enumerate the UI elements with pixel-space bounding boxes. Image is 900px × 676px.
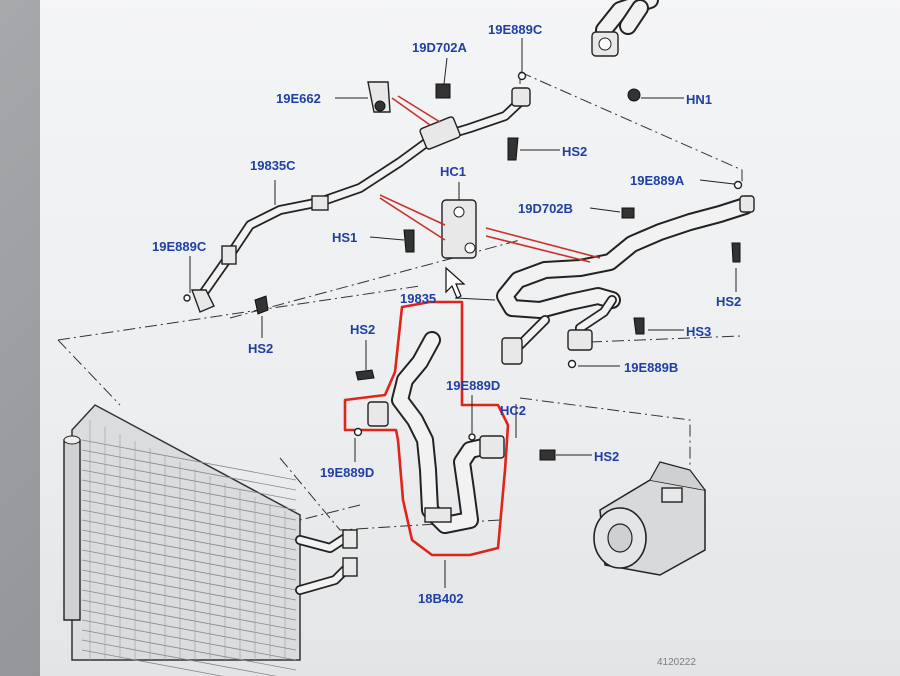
hose-18B402 bbox=[343, 300, 510, 557]
o-ring-19E889C-top bbox=[517, 71, 527, 81]
condenser-fin bbox=[81, 479, 297, 521]
evaporator-connection bbox=[591, 0, 659, 102]
condenser-fin bbox=[81, 549, 297, 591]
part-labels: 19D702A 19E889C 19E662 HN1 HS2 19835C HC… bbox=[152, 22, 741, 668]
nut-HN1 bbox=[627, 88, 641, 102]
fitting-left bbox=[367, 401, 389, 427]
label-HS2-right: HS2 bbox=[716, 294, 741, 309]
condenser-fin bbox=[81, 599, 297, 641]
label-19835C: 19835C bbox=[250, 158, 296, 173]
bolt-HS2-left bbox=[254, 295, 269, 315]
label-19E889C-top: 19E889C bbox=[488, 22, 543, 37]
condenser-fin bbox=[81, 539, 297, 581]
condenser bbox=[63, 404, 358, 676]
condenser-fin bbox=[81, 499, 297, 541]
small-parts bbox=[183, 71, 743, 461]
o-ring-19E889D-left bbox=[353, 427, 363, 437]
line-19835C bbox=[191, 87, 531, 313]
bolt-HS2-top bbox=[507, 137, 519, 161]
label-HS1: HS1 bbox=[332, 230, 357, 245]
bolt-HS2-mid bbox=[355, 369, 375, 381]
mouse-cursor-icon bbox=[445, 266, 466, 299]
red-leader-lines bbox=[379, 95, 601, 263]
condenser-fin bbox=[81, 589, 297, 631]
condenser-fin bbox=[81, 509, 297, 551]
line-19835 bbox=[441, 195, 755, 365]
label-19D702A: 19D702A bbox=[412, 40, 468, 55]
condenser-fin bbox=[81, 569, 297, 611]
drawing-reference-number: 4120222 bbox=[657, 657, 696, 668]
label-19E662: 19E662 bbox=[276, 91, 321, 106]
o-ring-19E889A bbox=[733, 180, 743, 190]
label-19835: 19835 bbox=[400, 291, 436, 306]
bolt-HS2-lower bbox=[539, 449, 556, 461]
red-highlight-outline bbox=[343, 300, 510, 557]
o-ring-19E889D-mid bbox=[468, 433, 476, 441]
condenser-fin bbox=[81, 629, 297, 671]
condenser-fin bbox=[81, 559, 297, 601]
condenser-fin bbox=[81, 519, 297, 561]
condenser-fitting-upper bbox=[342, 529, 358, 549]
condenser-fin bbox=[81, 579, 297, 621]
ac-compressor bbox=[593, 461, 706, 576]
bolt-HS1 bbox=[403, 229, 415, 253]
valve-cap-19D702A bbox=[435, 83, 451, 99]
label-HC2: HC2 bbox=[500, 403, 526, 418]
label-19E889D-left: 19E889D bbox=[320, 465, 374, 480]
condenser-fin bbox=[81, 619, 297, 661]
label-19E889A: 19E889A bbox=[630, 173, 685, 188]
label-HS2-lower: HS2 bbox=[594, 449, 619, 464]
label-HN1: HN1 bbox=[686, 92, 712, 107]
bolt-HS2-right bbox=[731, 242, 741, 263]
label-HS2-left: HS2 bbox=[248, 341, 273, 356]
label-HS3: HS3 bbox=[686, 324, 711, 339]
condenser-fin bbox=[81, 469, 297, 511]
label-19E889C-left: 19E889C bbox=[152, 239, 207, 254]
label-HC1: HC1 bbox=[440, 164, 466, 179]
condenser-fin bbox=[81, 449, 297, 491]
condenser-fin bbox=[81, 529, 297, 571]
fitting-right bbox=[479, 435, 505, 459]
condenser-fin bbox=[81, 489, 297, 531]
condenser-fin bbox=[81, 649, 224, 676]
label-19D702B: 19D702B bbox=[518, 201, 573, 216]
condenser-fin bbox=[81, 639, 277, 676]
clip-HC2 bbox=[501, 337, 523, 365]
label-HS2-top: HS2 bbox=[562, 144, 587, 159]
leader-lines bbox=[189, 38, 737, 588]
condenser-fins bbox=[81, 420, 297, 676]
condenser-fin bbox=[81, 439, 297, 481]
o-ring-19E889C-left bbox=[183, 294, 191, 302]
valve-cap-19D702B bbox=[621, 207, 635, 219]
label-HS2-mid: HS2 bbox=[350, 322, 375, 337]
condenser-fin bbox=[81, 459, 297, 501]
label-19E889B: 19E889B bbox=[624, 360, 678, 375]
bolt-HS3 bbox=[633, 317, 645, 335]
receiver-drier bbox=[63, 439, 81, 621]
label-19E889D-mid: 19E889D bbox=[446, 378, 500, 393]
receiver-drier-cap bbox=[63, 435, 81, 445]
condenser-fitting-lower bbox=[342, 557, 358, 577]
o-ring-19E889B bbox=[567, 359, 577, 369]
label-18B402: 18B402 bbox=[418, 591, 464, 606]
condenser-fin bbox=[81, 609, 297, 651]
